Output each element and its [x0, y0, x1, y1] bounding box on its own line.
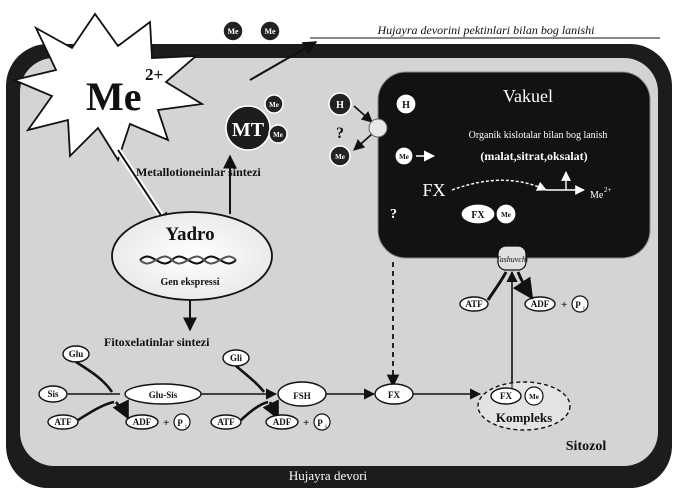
arrow-glu-in	[75, 360, 114, 393]
svg-text:i: i	[325, 424, 327, 430]
signal-arrow	[117, 149, 169, 228]
me-ion-charge: 2+	[145, 65, 163, 84]
atp-hydrolysis-arrow-in	[486, 271, 508, 301]
svg-text:ATF: ATF	[465, 299, 483, 309]
svg-text:Me: Me	[335, 153, 345, 161]
me-badge-left: Me	[329, 145, 351, 167]
svg-text:Me: Me	[501, 211, 511, 219]
question-mark-left: ?	[336, 125, 344, 142]
acids-list: (malat,sitrat,oksalat)	[480, 149, 587, 163]
h-badge-left: H	[328, 92, 352, 116]
svg-text:Me: Me	[529, 393, 539, 401]
adf-pill-1: ADF	[125, 414, 159, 430]
gene-expression-label: Gen ekspressi	[161, 277, 220, 288]
vacuole-title: Vakuel	[503, 86, 553, 106]
cytosol-label: Sitozol	[566, 439, 607, 454]
svg-text:Glu-Sis: Glu-Sis	[149, 390, 178, 400]
pi-badge-1: P i	[173, 413, 191, 431]
complex-label: Kompleks	[496, 410, 552, 425]
vacuole-fx-label: FX	[422, 180, 445, 200]
glu-sis-pill: Glu-Sis	[124, 383, 202, 405]
svg-text:Me: Me	[399, 153, 409, 161]
svg-text:i: i	[583, 306, 585, 312]
arrow-h-in	[353, 105, 373, 123]
vacuole-free-me: Me	[590, 190, 604, 201]
nucleus-title: Yadro	[165, 224, 214, 245]
svg-text:i: i	[185, 424, 187, 430]
organic-acids-line: Organik kislotalar bilan bog lanish	[469, 130, 608, 141]
atf-pill-2: ATF	[210, 414, 242, 430]
vacuole-free-me-charge: 2+	[604, 186, 612, 194]
glu-pill: Glu	[62, 345, 90, 363]
arrow-to-wall-binding	[249, 41, 318, 81]
mt-cluster: MT Me Me	[225, 94, 288, 151]
svg-text:ADF: ADF	[133, 417, 152, 427]
me-badge-top-1: Me	[222, 20, 244, 42]
svg-text:Me: Me	[227, 27, 239, 36]
sis-pill: Sis	[38, 385, 68, 403]
header-caption: Hujayra devorini pektinlari bilan bog la…	[377, 23, 595, 37]
atf-pill-1: ATF	[47, 414, 79, 430]
svg-text:FX: FX	[500, 391, 512, 401]
plus-1: +	[163, 417, 169, 429]
svg-text:Gli: Gli	[230, 353, 243, 363]
tonoplast-transporter-top	[368, 118, 388, 138]
arrow-me-out	[353, 133, 373, 151]
me-badge-vacuole: Me	[394, 146, 414, 166]
svg-text:Sis: Sis	[47, 389, 59, 399]
me-ion-label: Me	[86, 74, 142, 119]
mt-label: MT	[232, 119, 265, 141]
complex-me-badge: Me	[524, 386, 544, 406]
question-mark-vacuole: ?	[390, 207, 397, 222]
footer-caption: Hujayra devori	[289, 468, 368, 483]
phytochelatin-synthesis-label: Fitoxelatinlar sintezi	[104, 335, 210, 349]
tonoplast-transporter	[497, 245, 527, 271]
adf-pill-2: ADF	[265, 414, 299, 430]
vacuole-atf-pill: ATF	[459, 296, 489, 312]
me-badge-top-2: Me	[259, 20, 281, 42]
gli-pill: Gli	[222, 349, 250, 367]
fsh-pill: FSH	[277, 381, 327, 407]
svg-text:Glu: Glu	[69, 349, 84, 359]
atp-hydrolysis-arrow-out	[512, 271, 534, 300]
svg-text:H: H	[402, 100, 410, 111]
nucleus	[111, 211, 273, 301]
svg-text:Me: Me	[269, 101, 279, 109]
transporter-label: Tashuvchi	[496, 255, 528, 264]
svg-text:P: P	[317, 418, 323, 428]
arrow-gli-in	[235, 365, 266, 393]
adp-arrow-1	[112, 399, 130, 420]
svg-text:P: P	[177, 418, 183, 428]
h-badge-vacuole: H	[395, 93, 417, 115]
svg-text:ADF: ADF	[273, 417, 292, 427]
vacuole-plus: +	[561, 299, 567, 311]
metallothionein-synthesis-label: Metallotioneinlar sintezi	[136, 165, 261, 179]
svg-text:Me: Me	[264, 27, 276, 36]
svg-text:FX: FX	[471, 210, 485, 221]
svg-text:Me: Me	[273, 131, 283, 139]
arrow-fx-release	[451, 179, 547, 191]
svg-text:H: H	[336, 100, 344, 111]
fx-pill: FX	[374, 383, 414, 405]
svg-text:FSH: FSH	[293, 391, 311, 401]
complex-fx-pill: FX	[490, 387, 522, 405]
svg-text:ATF: ATF	[217, 417, 235, 427]
vacuole-fx-me-complex: FX Me	[460, 203, 517, 225]
pi-badge-2: P i	[313, 413, 331, 431]
plus-2: +	[303, 417, 309, 429]
svg-text:P: P	[575, 300, 581, 310]
svg-text:ATF: ATF	[54, 417, 72, 427]
svg-text:ADF: ADF	[531, 299, 550, 309]
me-ion-starburst	[11, 12, 205, 163]
dna-strand-b	[139, 255, 237, 265]
atp-arrow-1	[77, 400, 115, 422]
vacuole-pi-badge: P i	[571, 295, 589, 313]
svg-text:FX: FX	[388, 390, 400, 400]
vacuole-adf-pill: ADF	[524, 296, 556, 312]
